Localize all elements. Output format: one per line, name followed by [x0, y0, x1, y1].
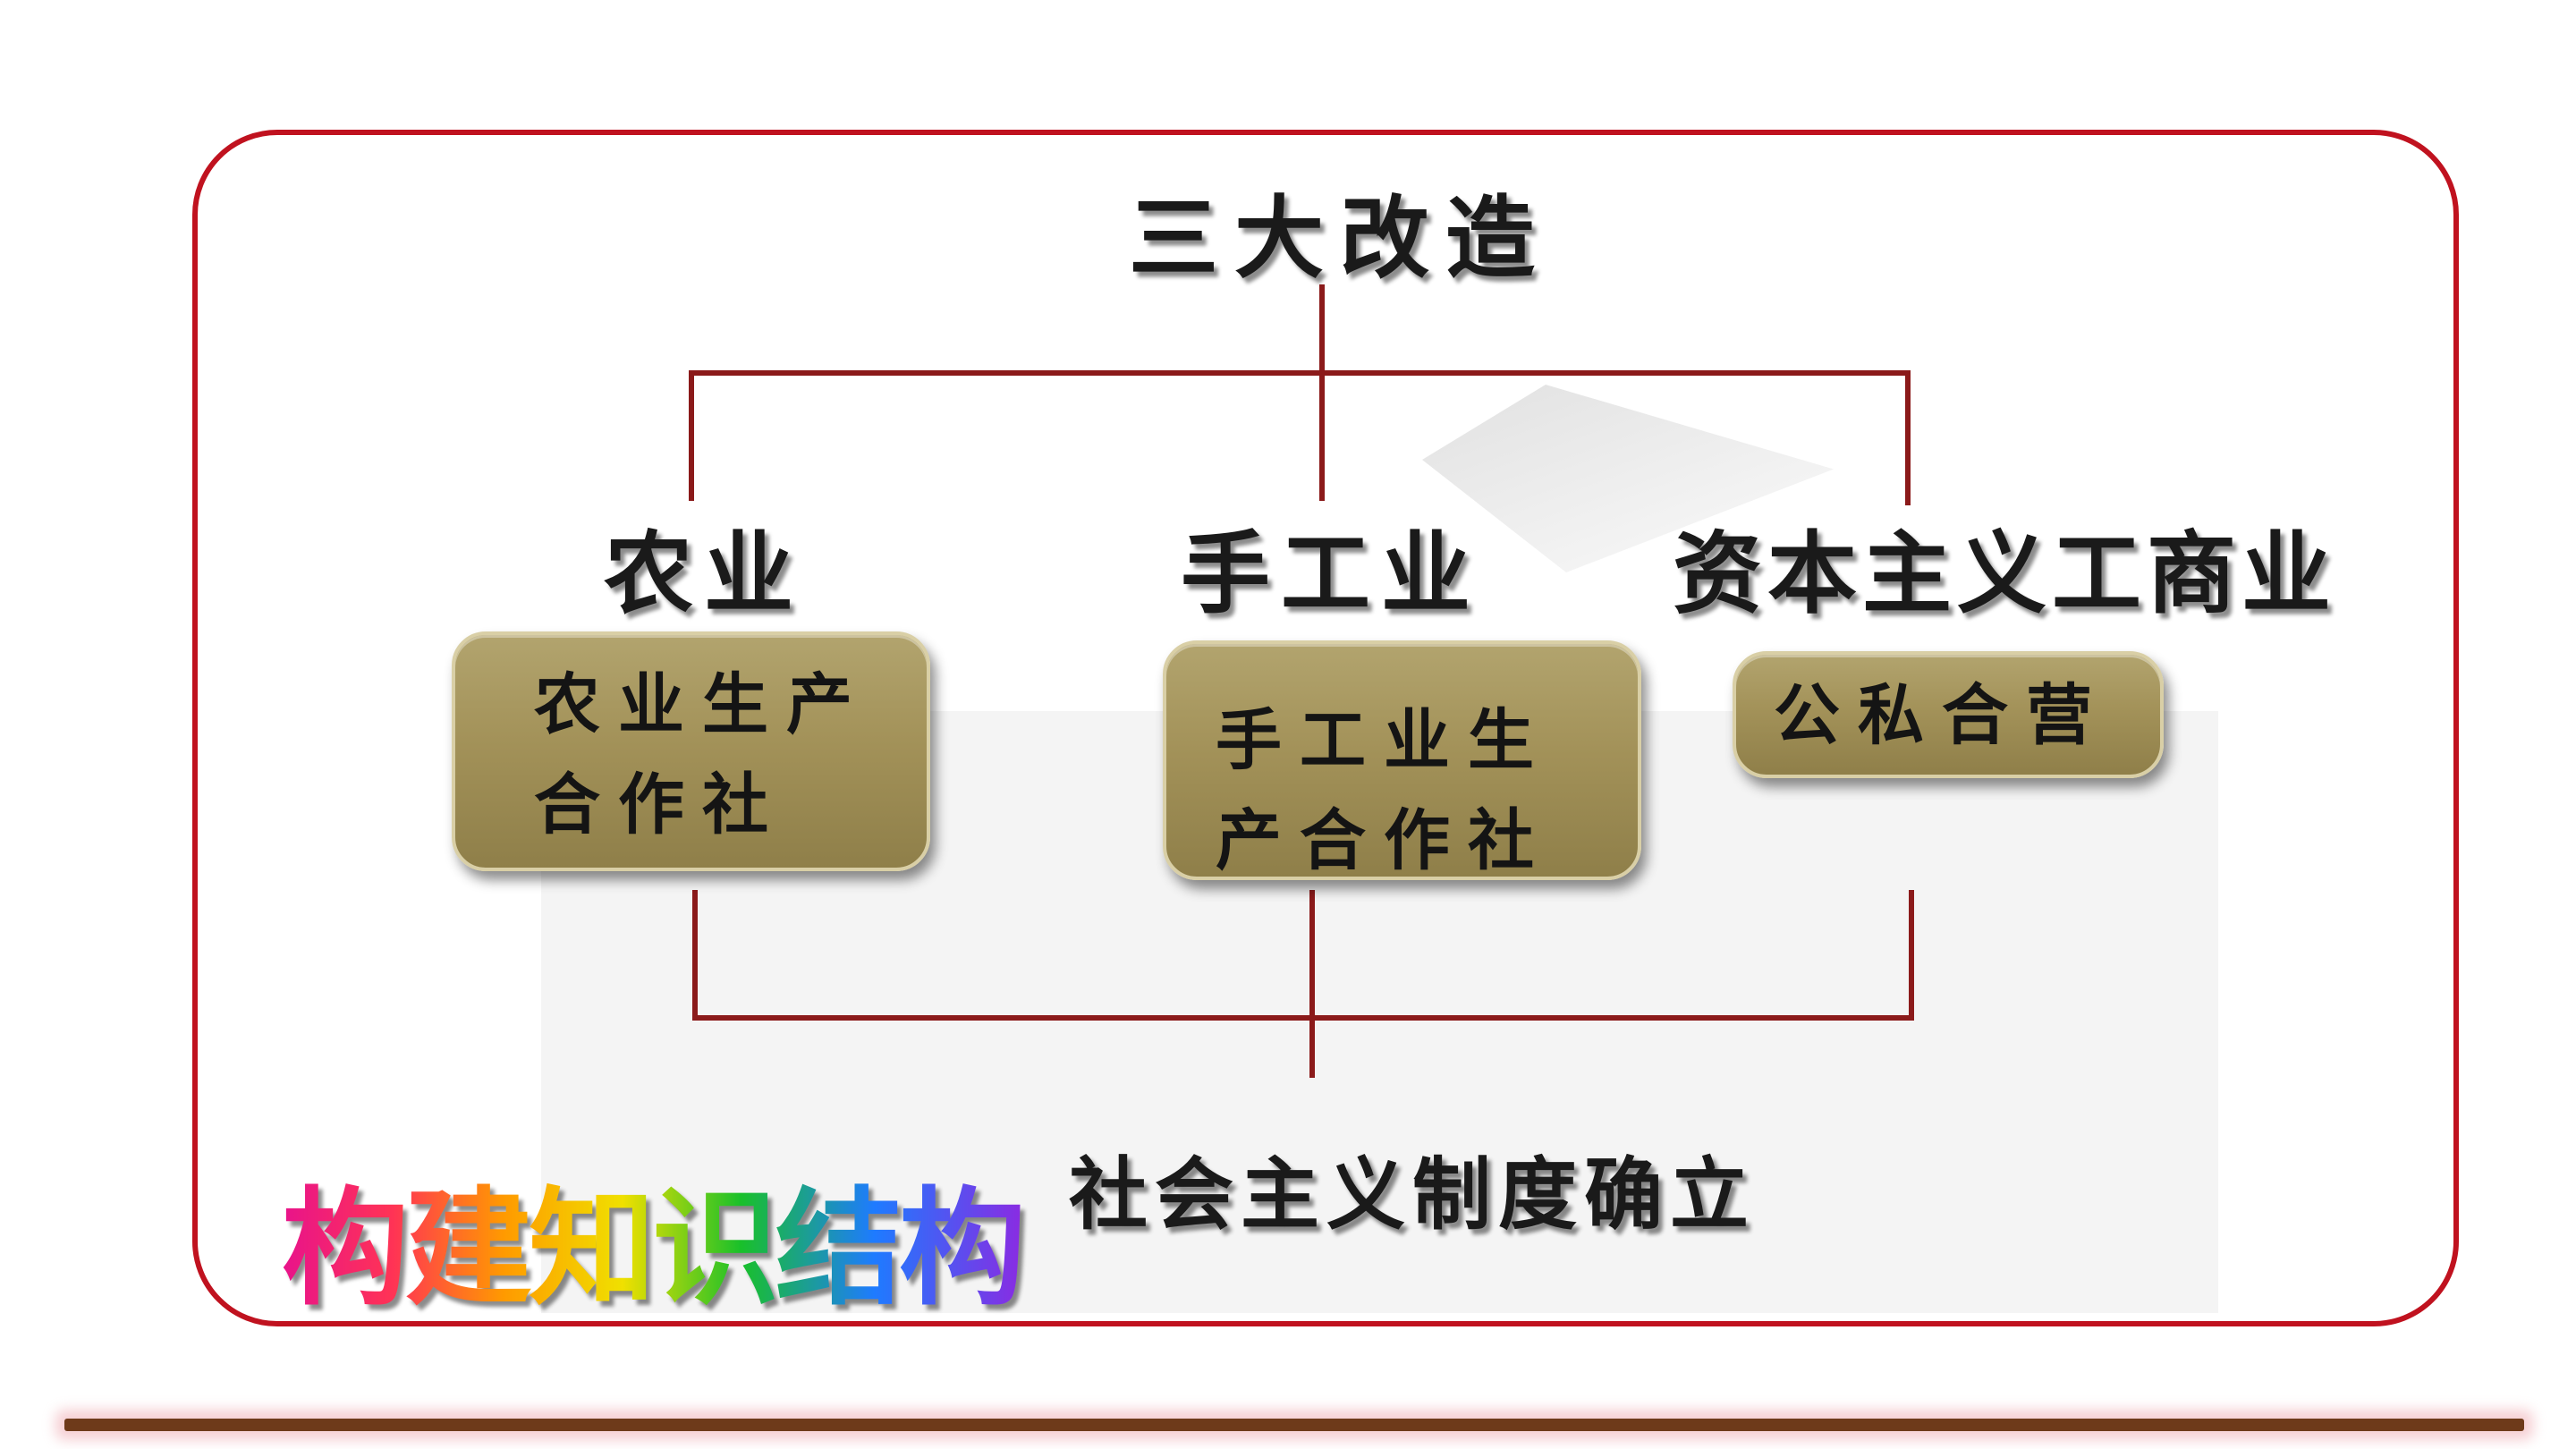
rainbow-badge: 构建知识结构: [282, 1145, 1026, 1329]
category-agriculture: 农业: [604, 521, 804, 626]
diagram-title: 三大改造: [1129, 185, 1551, 291]
box-line: 手工业生: [1216, 702, 1552, 779]
box-handicraft-cooperative: 手工业生 产合作社: [1163, 640, 1641, 880]
box-line: 农业生产: [534, 666, 870, 743]
category-handicraft: 手工业: [1181, 521, 1481, 626]
box-joint-state-private: 公私合营: [1733, 651, 2164, 778]
box-line: 产合作社: [1216, 802, 1552, 879]
bottom-divider: [64, 1419, 2524, 1431]
box-agricultural-cooperative: 农业生产 合作社: [452, 631, 930, 871]
box-line: 公私合营: [1774, 677, 2110, 754]
diagram-result: 社会主义制度确立: [1069, 1148, 1757, 1241]
category-capitalist-industry-commerce: 资本主义工商业: [1673, 521, 2336, 626]
box-line: 合作社: [534, 767, 786, 843]
rounded-frame: [192, 130, 2459, 1326]
